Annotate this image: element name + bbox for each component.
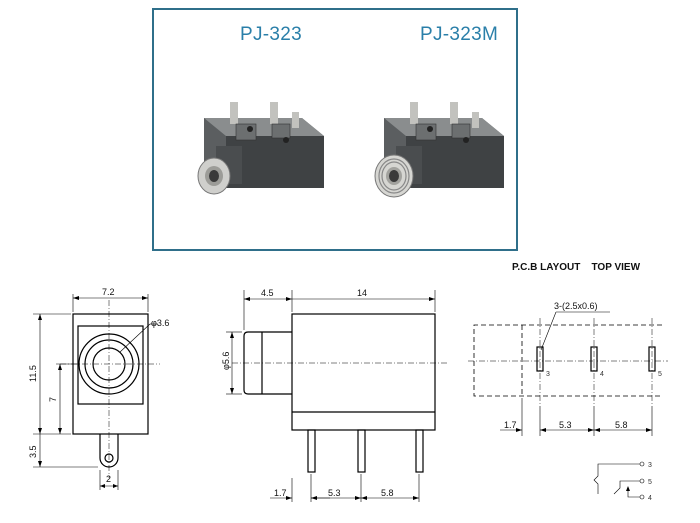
schematic-sleeve-line — [627, 489, 640, 498]
jack-photo-pj-323 — [197, 102, 324, 195]
side-view: 4.5 14 φ5.6 1.7 5.3 5.8 — [221, 288, 448, 502]
pcb-slot-5 — [648, 346, 656, 372]
dim-side-offset: 1.7 — [274, 488, 287, 498]
jack-schematic: 3 5 4 — [593, 461, 652, 502]
front-tab-hole — [104, 453, 114, 463]
model-title-pj-323m: PJ-323M — [420, 24, 499, 45]
dim-sleeve-dia: φ5.6 — [221, 352, 231, 370]
jack-photo-pj-323m — [374, 102, 504, 198]
side-pin-2 — [357, 429, 366, 473]
schematic-pin-5: 5 — [648, 479, 652, 486]
pcb-slot-3 — [536, 346, 544, 372]
side-pin-1 — [307, 429, 316, 473]
schematic-switch-line — [613, 480, 640, 495]
front-tab-outline — [99, 434, 119, 468]
dim-side-pitch-1: 5.3 — [328, 488, 341, 498]
dim-hole-dia: φ3.6 — [151, 318, 169, 328]
model-title-pj-323: PJ-323 — [240, 24, 303, 45]
dim-tab-height: 3.5 — [28, 445, 38, 458]
pcb-layout-label: P.C.B LAYOUT — [512, 262, 581, 273]
pcb-pin-label-5: 5 — [658, 371, 662, 378]
side-pin-3 — [415, 429, 424, 473]
pcb-header: P.C.B LAYOUT TOP VIEW — [512, 262, 640, 273]
front-body-outline — [72, 313, 149, 435]
schematic-pin-4: 4 — [648, 495, 652, 502]
schematic-tip-line — [593, 463, 640, 494]
dim-center-height: 7 — [48, 397, 58, 402]
pcb-pin-label-4: 4 — [600, 371, 604, 378]
dim-pcb-offset: 1.7 — [504, 420, 517, 430]
product-photo-panel: PJ-323 PJ-323M — [152, 8, 518, 251]
pcb-slot-4 — [590, 346, 598, 372]
front-face-frame — [77, 325, 144, 405]
dim-pcb-pitch-1: 5.3 — [559, 420, 572, 430]
dim-tab-width: 2 — [106, 474, 111, 484]
schematic-terminal-4 — [639, 494, 645, 500]
front-view: 7.2 φ3.6 11.5 7 3.5 2 — [28, 287, 169, 490]
pcb-pin-label-3: 3 — [546, 371, 550, 378]
dim-body-len: 14 — [357, 288, 367, 298]
dim-front-width: 7.2 — [102, 287, 115, 297]
schematic-pin-3: 3 — [648, 462, 652, 469]
pcb-layout: 3 4 5 3-(2.5x0.6) 1.7 5.3 5.8 — [468, 301, 668, 436]
schematic-terminal-5 — [639, 478, 645, 484]
top-view-label: TOP VIEW — [591, 262, 641, 273]
pcb-slot-spec: 3-(2.5x0.6) — [554, 301, 598, 311]
pcb-footprint-outline — [473, 324, 662, 397]
dim-pcb-pitch-2: 5.8 — [615, 420, 628, 430]
dim-front-height: 11.5 — [28, 365, 38, 382]
schematic-terminal-3 — [639, 461, 645, 467]
dim-sleeve-len: 4.5 — [261, 288, 274, 298]
dim-side-pitch-2: 5.8 — [381, 488, 394, 498]
